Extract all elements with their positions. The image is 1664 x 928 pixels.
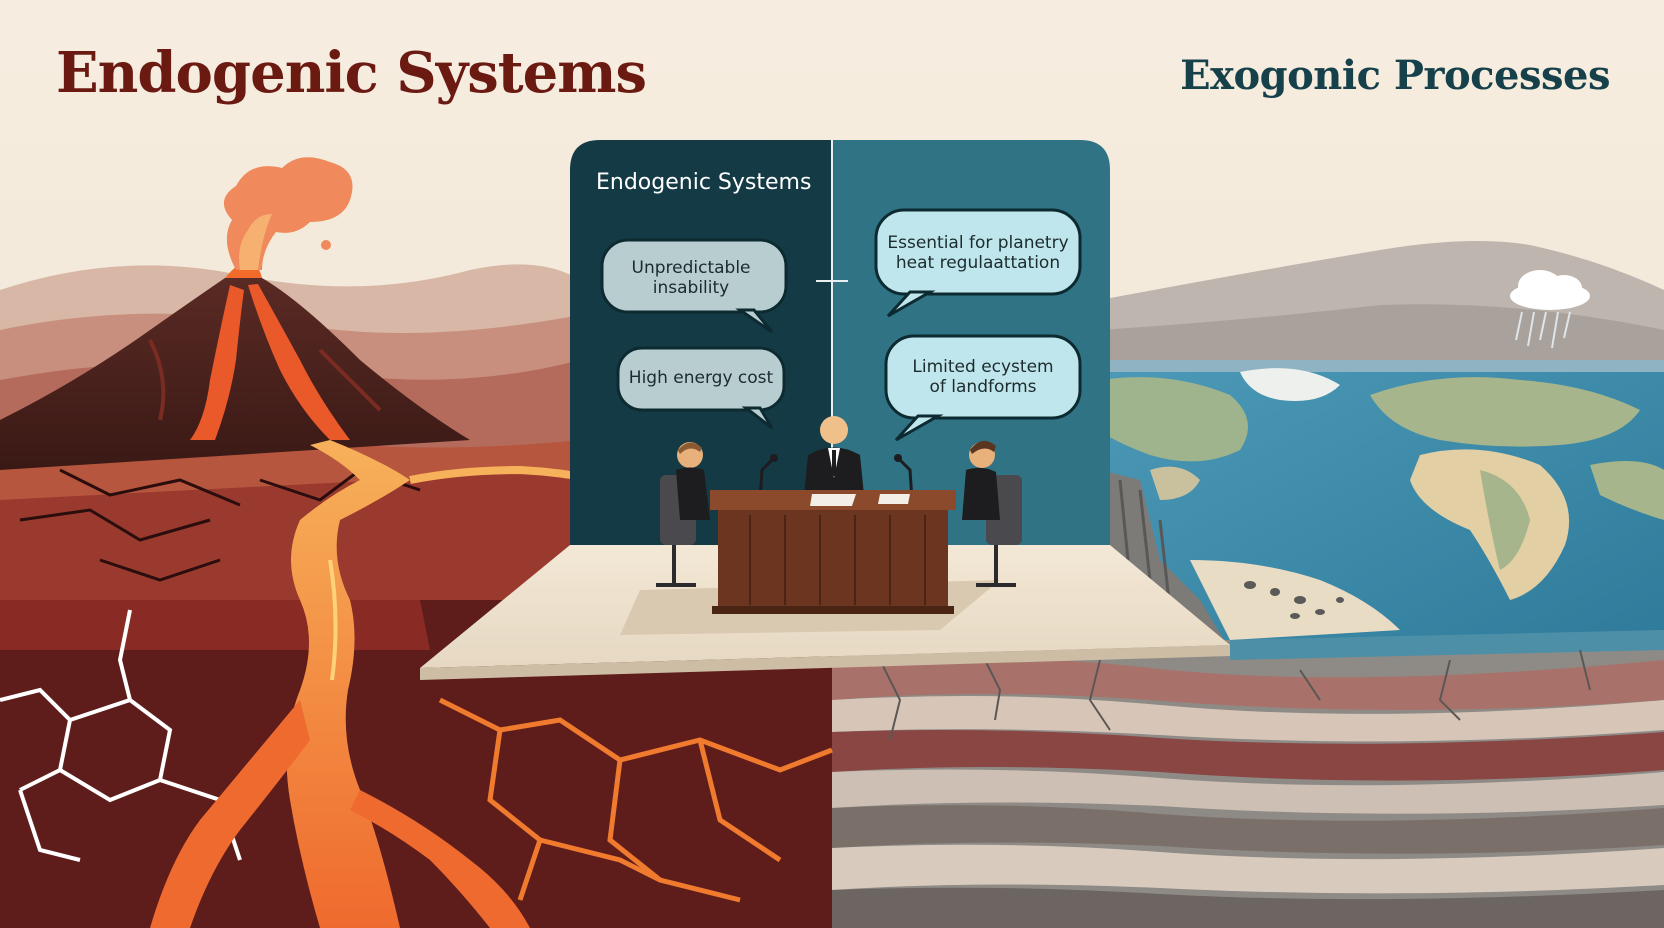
title-exogonic: Exogonic Processes (1180, 52, 1610, 99)
panel-heading: Endogenic Systems (596, 170, 812, 195)
rain-cloud (1510, 270, 1590, 349)
speech-bubbles (600, 208, 1082, 442)
moderator (804, 416, 864, 495)
ocean-map (1100, 270, 1664, 650)
volcano (0, 157, 470, 470)
bubble-high-energy-cost: High energy cost (628, 368, 774, 388)
title-endogenic: Endogenic Systems (56, 40, 647, 106)
lava-river (150, 440, 601, 928)
debate-desk (710, 490, 956, 614)
bubble-heat-regulation: Essential for planetry heat regulaattati… (887, 233, 1069, 273)
sediment-strata (832, 630, 1664, 928)
debater-right (962, 440, 1022, 587)
debater-left (656, 442, 710, 587)
bubble-limited-ecosystem: Limited ecystem of landforms (912, 357, 1054, 397)
bubble-unpredictable-instability: Unpredictable insability (631, 258, 751, 298)
